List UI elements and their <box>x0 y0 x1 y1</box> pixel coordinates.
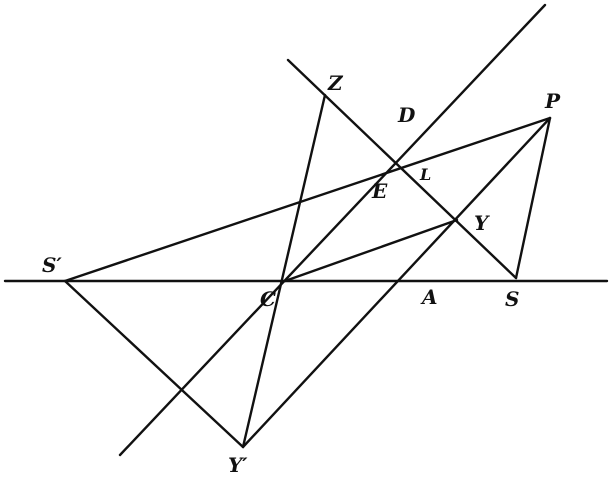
label-y: Y <box>474 211 490 235</box>
label-s: S <box>505 287 519 311</box>
line-sprime-p <box>63 116 552 283</box>
line-p-y-yprime <box>241 116 552 449</box>
line-c-y <box>283 218 459 283</box>
label-p: P <box>544 89 561 113</box>
label-l: L <box>419 165 431 184</box>
line-z-yprime <box>241 93 327 449</box>
line-through-c-and-d <box>118 3 547 457</box>
label-a: A <box>420 285 438 309</box>
label-d: D <box>397 103 416 127</box>
label-y-prime: Y′ <box>228 453 248 477</box>
label-z: Z <box>327 71 344 95</box>
label-c: C <box>260 287 276 311</box>
label-e: E <box>371 179 388 203</box>
line-p-s <box>514 116 552 280</box>
label-s-prime: S′ <box>42 253 62 277</box>
line-sprime-yprime <box>63 279 245 449</box>
